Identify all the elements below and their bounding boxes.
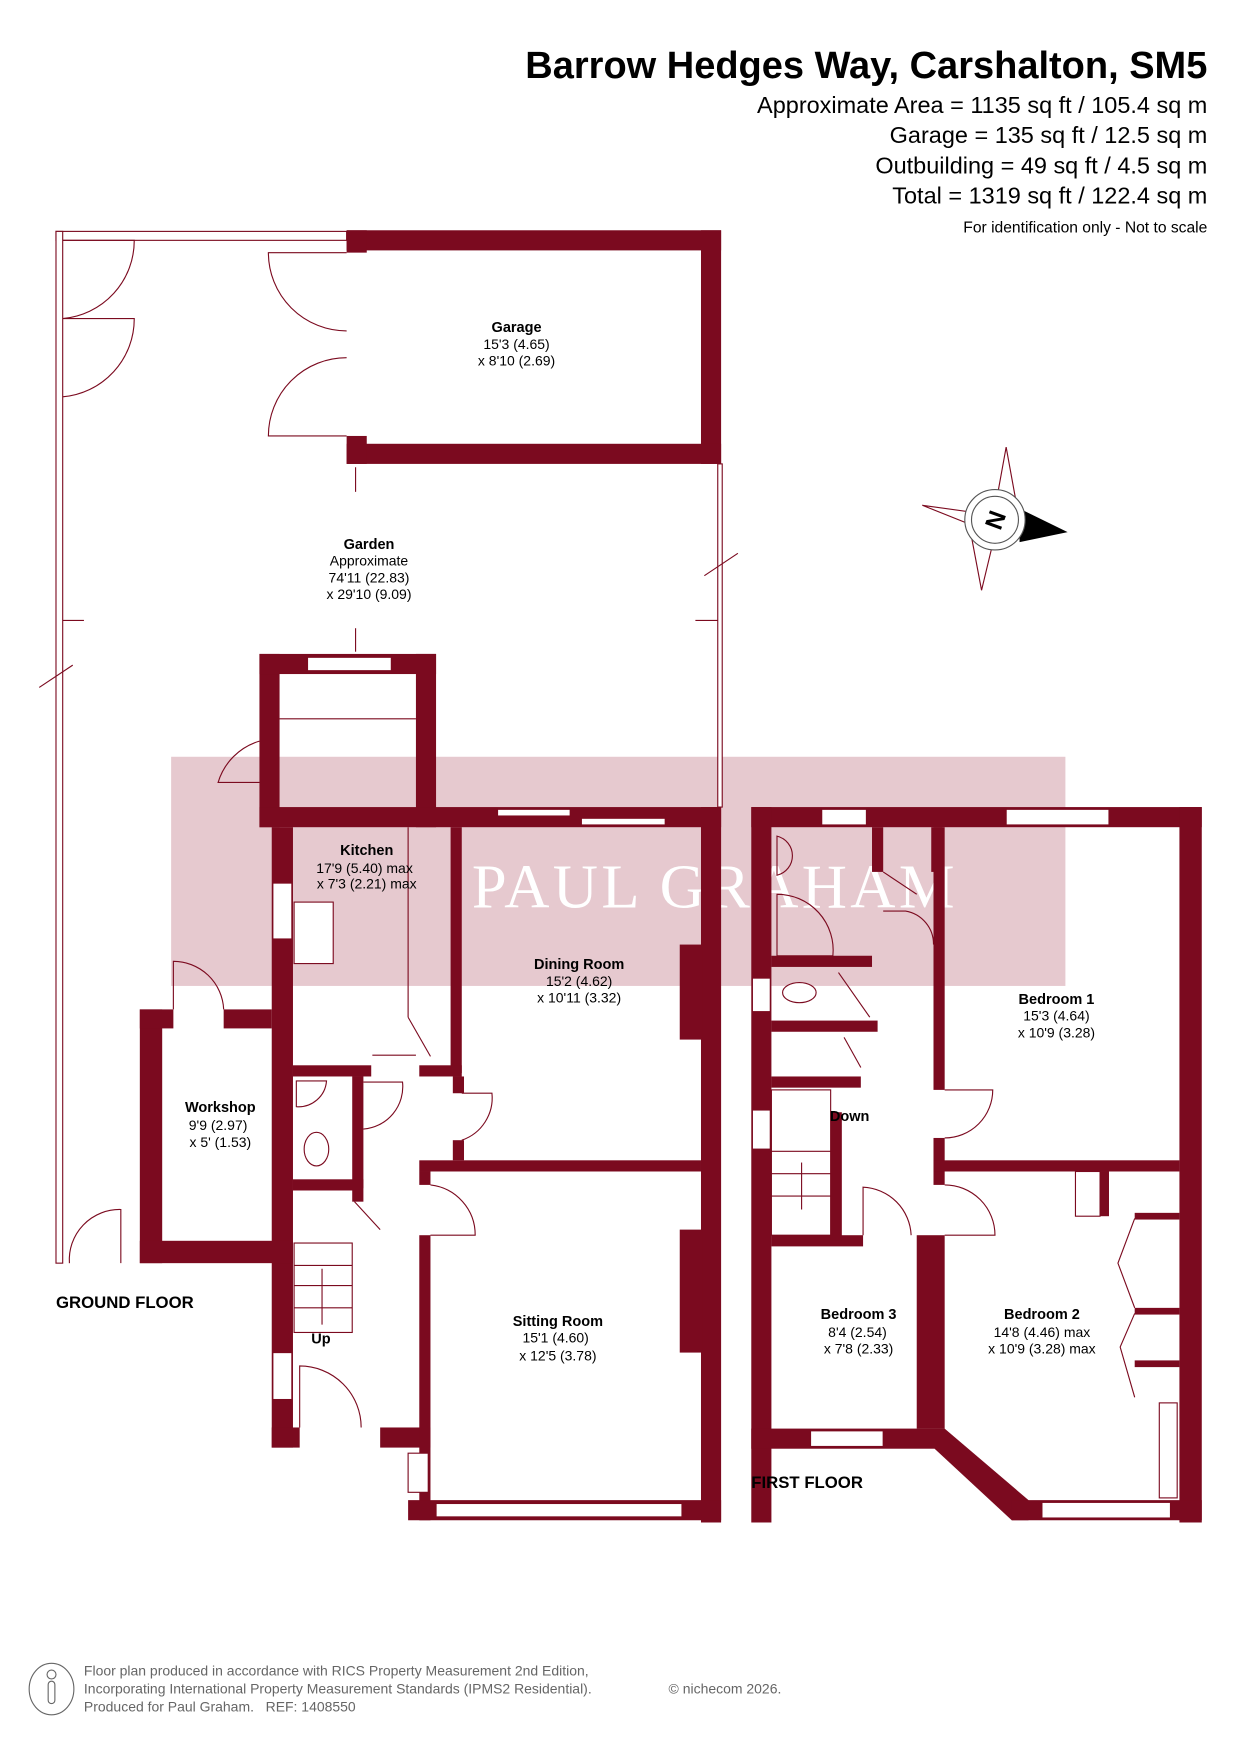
first-floor-walls [751, 807, 1202, 1523]
bedroom1-name: Bedroom 1 [1019, 992, 1095, 1008]
bedroom2-dim1: 14'8 (4.46) max [994, 1324, 1091, 1340]
sitting-dim2: x 12'5 (3.78) [519, 1347, 596, 1363]
footer-copyright: © nichecom 2026. [669, 1681, 782, 1697]
disclaimer: For identification only - Not to scale [963, 220, 1207, 237]
workshop-dim2: x 5' (1.53) [189, 1134, 251, 1150]
sitting-name: Sitting Room [513, 1314, 603, 1330]
garage-dim2: x 8'10 (2.69) [478, 353, 555, 369]
shower-icon [776, 893, 834, 957]
kitchen-dim2: x 7'3 (2.21) max [317, 876, 417, 892]
room-labels: Garage 15'3 (4.65) x 8'10 (2.69) Garden … [56, 320, 1096, 1492]
area-total: Total = 1319 sq ft / 122.4 sq m [892, 182, 1207, 208]
dining-dim2: x 10'11 (3.32) [537, 990, 621, 1006]
bedroom1-dim2: x 10'9 (3.28) [1018, 1024, 1095, 1040]
garden-dim1: 74'11 (22.83) [329, 569, 410, 585]
bedroom2-name: Bedroom 2 [1004, 1307, 1080, 1323]
bedroom1-dim1: 15'3 (4.64) [1023, 1008, 1089, 1024]
area-approx: Approximate Area = 1135 sq ft / 105.4 sq… [757, 92, 1207, 118]
area-outbuilding: Outbuilding = 49 sq ft / 4.5 sq m [875, 152, 1207, 178]
bedroom2-dim2: x 10'9 (3.28) max [988, 1341, 1095, 1357]
toilet-icon [303, 1131, 330, 1167]
workshop-name: Workshop [185, 1100, 256, 1116]
bedroom3-dim1: 8'4 (2.54) [828, 1324, 887, 1340]
header: Barrow Hedges Way, Carshalton, SM5 Appro… [525, 45, 1207, 236]
sink-hob-unit [293, 901, 334, 965]
stairs-down-label: Down [830, 1109, 870, 1125]
compass-icon: N [922, 447, 1068, 591]
basin-icon [295, 1080, 328, 1108]
garage-dim1: 15'3 (4.65) [483, 336, 549, 352]
toilet-icon [782, 982, 817, 1004]
kitchen-dim1: 17'9 (5.40) max [316, 860, 413, 876]
ground-floor-walls [68, 653, 722, 1523]
footer-line1: Floor plan produced in accordance with R… [84, 1663, 589, 1679]
footer-line2: Incorporating International Property Mea… [84, 1681, 592, 1697]
footer: Floor plan produced in accordance with R… [28, 1662, 782, 1716]
dining-name: Dining Room [534, 957, 624, 973]
bedroom3-name: Bedroom 3 [821, 1307, 897, 1323]
workshop-dim1: 9'9 (2.97) [189, 1117, 248, 1133]
bedroom3-dim2: x 7'8 (2.33) [824, 1341, 893, 1357]
garage-name: Garage [492, 320, 542, 336]
garden-boundary [38, 230, 739, 1264]
sitting-dim1: 15'1 (4.60) [522, 1330, 588, 1346]
footer-line3: Produced for Paul Graham. REF: 1408550 [84, 1698, 356, 1714]
garden-note: Approximate [330, 553, 409, 569]
person-scale-icon [28, 1662, 75, 1716]
basin-icon [776, 835, 793, 876]
area-garage: Garage = 135 sq ft / 12.5 sq m [890, 122, 1208, 148]
garden-dim2: x 29'10 (9.09) [326, 586, 411, 602]
garden-name: Garden [344, 537, 395, 553]
dining-dim1: 15'2 (4.62) [546, 973, 612, 989]
first-floor-label: FIRST FLOOR [751, 1473, 863, 1492]
property-title: Barrow Hedges Way, Carshalton, SM5 [525, 45, 1207, 87]
garage [267, 230, 722, 464]
ground-floor-label: GROUND FLOOR [56, 1293, 194, 1312]
kitchen-name: Kitchen [340, 843, 393, 859]
stairs-up-label: Up [311, 1332, 330, 1348]
